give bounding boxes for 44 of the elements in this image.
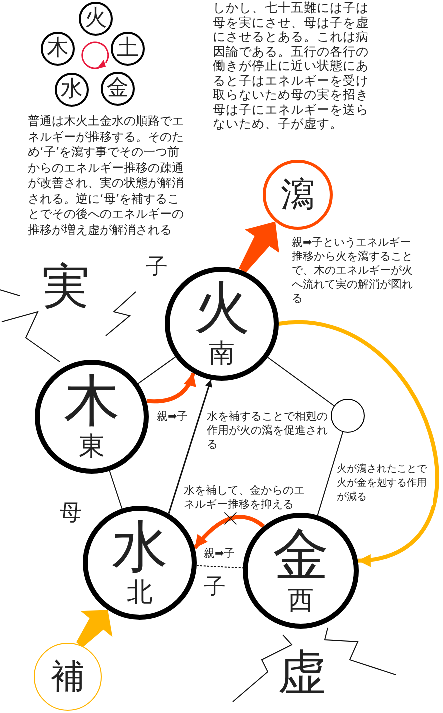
connector-line bbox=[109, 470, 123, 510]
circle-node bbox=[101, 72, 135, 106]
direction-character: 東 bbox=[79, 434, 105, 460]
element-character: 火 bbox=[194, 281, 250, 337]
circle-node bbox=[41, 32, 75, 66]
direction-character: 北 bbox=[127, 580, 153, 606]
arrow bbox=[278, 322, 439, 566]
arrow bbox=[194, 515, 265, 550]
circle-node bbox=[79, 2, 113, 36]
circle-node bbox=[111, 32, 145, 66]
element-character: 木 bbox=[64, 374, 120, 430]
note-text: しかし、七十五難には子は母を実にさせ、母は子を虚にさせるとある。これは病因論である。五行の各行の働きが停止に近い状態にあると子はエネルギーを受け取らないため母の実を招き母は子にエネルギーを送らないため、子が虚す。 bbox=[213, 1, 370, 132]
element-character: 火 bbox=[85, 8, 107, 30]
element-character: 補 bbox=[51, 660, 85, 694]
element-character: 木 bbox=[47, 38, 69, 60]
arrow bbox=[76, 610, 113, 648]
connector-line bbox=[138, 356, 176, 384]
edge-label: 親➡子 bbox=[204, 547, 236, 561]
direction-character: 西 bbox=[288, 588, 314, 614]
circle-node bbox=[331, 399, 365, 433]
element-character: 土 bbox=[117, 38, 139, 60]
circle-node bbox=[55, 73, 89, 107]
element-character: 水 bbox=[61, 79, 83, 101]
arrow bbox=[146, 372, 196, 404]
connector-line bbox=[196, 565, 244, 569]
large-character: 虚 bbox=[278, 648, 326, 698]
connector-line bbox=[268, 357, 335, 406]
arrow bbox=[168, 380, 212, 514]
edge-label: 火が瀉されたことで火が金を剋する作用が減る bbox=[337, 463, 433, 505]
arrow bbox=[239, 222, 280, 274]
note-text: 普通は木火土金水の順路でエネルギーが推移する。そのため‘子’を瀉す事でその一つ前からのエネルギー推移の疎通が改善され、実の状態が解消される。逆に‘母’を補することでその後へのエネルギーの推移が増え虚が解消される bbox=[28, 114, 185, 238]
edge-label: 親➡子 bbox=[157, 410, 188, 424]
character-label: 子 bbox=[146, 256, 168, 280]
connector-line bbox=[317, 432, 344, 516]
direction-character: 南 bbox=[209, 341, 235, 367]
element-character: 金 bbox=[273, 528, 329, 584]
element-character: 瀉 bbox=[281, 178, 315, 212]
edge-label: 親➡子というエネルギー推移から火を瀉することで、木のエネルギーが火へ流れて実の解消が図れる bbox=[292, 236, 416, 306]
element-character: 金 bbox=[107, 78, 129, 100]
character-label: 子 bbox=[204, 576, 226, 600]
element-character: 水 bbox=[112, 520, 168, 576]
character-label: 母 bbox=[60, 502, 82, 526]
edge-label: 水を補することで相剋の作用が火の瀉を促進される bbox=[207, 410, 329, 452]
large-character: 実 bbox=[42, 262, 90, 312]
